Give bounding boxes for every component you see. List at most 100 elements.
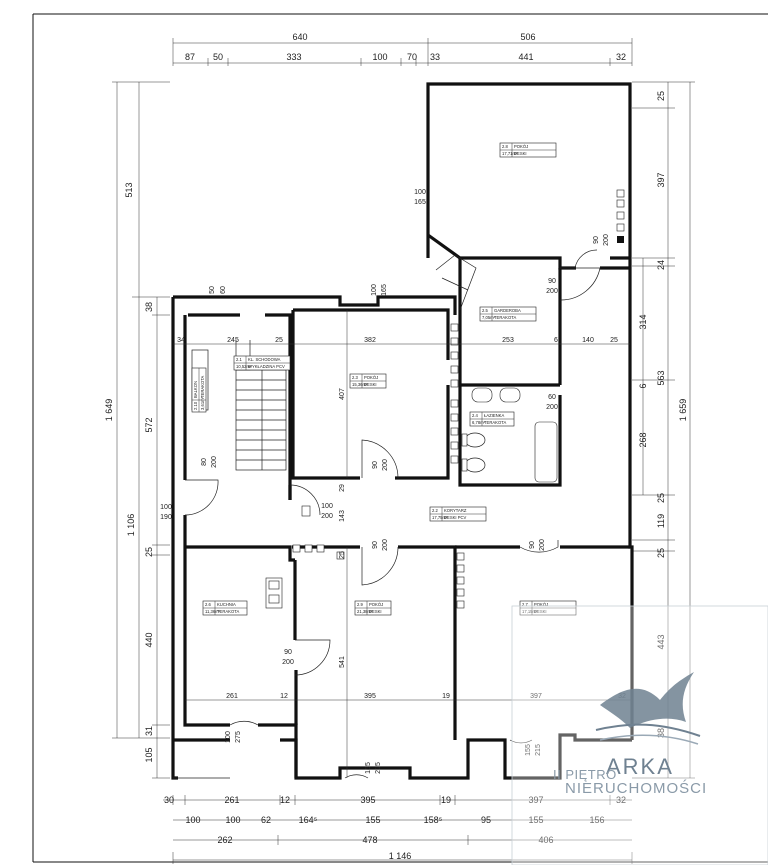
room-labels: 2.8 POKÓJ 17,71m² DESKI 2.5 GARDEROBA 7,… [191, 142, 577, 616]
svg-text:WYKŁADZINA PCV: WYKŁADZINA PCV [248, 364, 285, 369]
svg-text:ŁAZIENKA: ŁAZIENKA [484, 413, 504, 418]
right-dim-563: 563 [656, 370, 666, 385]
svg-text:2.6: 2.6 [205, 602, 211, 607]
svg-text:POKÓJ: POKÓJ [514, 144, 528, 149]
int-dim-200c: 200 [546, 404, 558, 411]
int-dim-245: 245 [227, 337, 239, 344]
svg-text:2.3: 2.3 [352, 375, 358, 380]
int-dim-165a: 165 [381, 284, 388, 296]
svg-text:DESKI: DESKI [369, 609, 382, 614]
bay-passage [435, 254, 477, 311]
int-dim-12: 12 [280, 693, 288, 700]
right-dim-397: 397 [656, 172, 666, 187]
left-dim-38: 38 [144, 302, 154, 312]
int-dim-100a: 100 [371, 284, 378, 296]
int-dim-215: 215 [375, 762, 382, 774]
int-dim-253: 253 [502, 337, 514, 344]
room-2-1: 2.1 KL. SCHODOWA 10,52m² WYKŁADZINA PCV [233, 355, 291, 371]
svg-text:6,78m²: 6,78m² [472, 420, 486, 425]
bot-dim-r1-395: 395 [360, 795, 375, 805]
svg-text:200: 200 [282, 659, 294, 666]
svg-text:200: 200 [539, 539, 546, 551]
int-dim-100c: 100 [225, 731, 232, 743]
bot-dim-r1-12: 12 [280, 795, 290, 805]
int-dim-261: 261 [226, 693, 238, 700]
top-dim-detail-8: 32 [616, 52, 626, 62]
left-dim-31: 31 [144, 726, 154, 736]
svg-text:2.9: 2.9 [357, 602, 363, 607]
brand-subtitle: NIERUCHOMOŚCI [565, 779, 707, 797]
balcony-left [173, 349, 230, 779]
bot-dim-r1-19: 19 [441, 795, 451, 805]
int-dim-25: 25 [275, 337, 283, 344]
ventilation-shafts [292, 189, 625, 609]
int-dim-34: 34 [177, 337, 185, 344]
top-dim-detail-6: 33 [430, 52, 440, 62]
int-dim-29: 29 [339, 484, 346, 492]
svg-text:KL. SCHODOWA: KL. SCHODOWA [248, 357, 281, 362]
int-dim-90: 90 [372, 461, 379, 469]
top-dim-detail-1: 87 [185, 52, 195, 62]
int-dim-100b: 100 [160, 504, 172, 511]
bot-dim-r2-3: 62 [261, 815, 271, 825]
svg-text:DESKI: DESKI [534, 609, 547, 614]
room-2-5: 2.5 GARDEROBA 7,05m² TERAKOTA [479, 306, 537, 322]
bot-dim-r2-4: 164⁵ [299, 815, 318, 825]
sheet-frame [32, 13, 768, 863]
svg-text:2.8: 2.8 [502, 144, 508, 149]
room-2-6: 2.6 KUCHNIA 11,36m² TERAKOTA [202, 600, 248, 616]
room-2-2: 2.2 KORYTARZ 17,75m² DESKI PCV [429, 506, 487, 522]
top-dim-overall-2: 506 [520, 32, 535, 42]
right-dim-119: 119 [656, 514, 666, 528]
int-dim-25b: 25 [610, 337, 618, 344]
svg-text:11,36m²: 11,36m² [205, 609, 221, 614]
int-dim-190: 190 [160, 514, 172, 521]
brand-name: ARKA [606, 754, 674, 779]
kitchen-fixtures [265, 577, 283, 609]
left-dim-1649: 1 649 [104, 399, 114, 422]
svg-text:100: 100 [414, 189, 426, 196]
right-dim-25a: 25 [656, 91, 666, 101]
int-dim-143: 143 [339, 510, 346, 522]
room-2-10: 2.10 BALKON 3,61m² TERAKOTA [191, 367, 207, 413]
int-dim-155: 155 [365, 762, 372, 774]
svg-text:DESKI: DESKI [364, 382, 377, 387]
svg-text:90: 90 [548, 278, 556, 285]
svg-text:2.5: 2.5 [482, 308, 488, 313]
right-dim-443: 443 [656, 634, 666, 649]
svg-text:TERAKOTA: TERAKOTA [200, 376, 205, 398]
svg-text:TERAKOTA: TERAKOTA [217, 609, 239, 614]
floor-label: II PIĘTRO [553, 767, 617, 782]
svg-text:DESKI PCV: DESKI PCV [444, 515, 467, 520]
bathroom-fixtures [461, 387, 558, 483]
left-dim-572: 572 [144, 417, 154, 432]
int-dim-275: 275 [235, 731, 242, 743]
int-dim-200b: 200 [382, 459, 389, 471]
svg-text:KORYTARZ: KORYTARZ [444, 508, 467, 513]
interior-dimensions: 34 245 25 382 253 6 140 25 261 12 395 19… [160, 189, 644, 778]
bot-dim-r2-5: 155 [365, 815, 380, 825]
svg-text:BALKON: BALKON [193, 381, 198, 398]
left-dim-440: 440 [144, 632, 154, 647]
svg-text:200: 200 [546, 288, 558, 295]
svg-text:TERAKOTA: TERAKOTA [494, 315, 516, 320]
int-dim-140: 140 [582, 337, 594, 344]
int-dim-19: 19 [442, 693, 450, 700]
svg-text:2.1: 2.1 [236, 357, 242, 362]
svg-text:155: 155 [525, 744, 532, 756]
bot-dim-r2-1: 100 [185, 815, 200, 825]
top-dimensions: 640 506 87 50 333 100 70 33 441 32 [172, 32, 633, 66]
top-dim-detail-3: 333 [286, 52, 301, 62]
svg-text:90: 90 [284, 649, 292, 656]
svg-text:200: 200 [603, 234, 610, 246]
right-dim-25b: 25 [656, 493, 666, 503]
left-dim-1106: 1 106 [126, 514, 136, 537]
room-2-8: 2.8 POKÓJ 17,71m² DESKI [499, 142, 557, 158]
svg-text:2.10: 2.10 [193, 401, 198, 410]
svg-text:90: 90 [529, 541, 536, 549]
int-dim-200a: 200 [211, 456, 218, 468]
svg-text:POKÓJ: POKÓJ [364, 375, 378, 380]
room-2-7: 2.7 POKÓJ 17,15m² DESKI [519, 600, 577, 616]
int-dim-6: 6 [554, 337, 558, 344]
